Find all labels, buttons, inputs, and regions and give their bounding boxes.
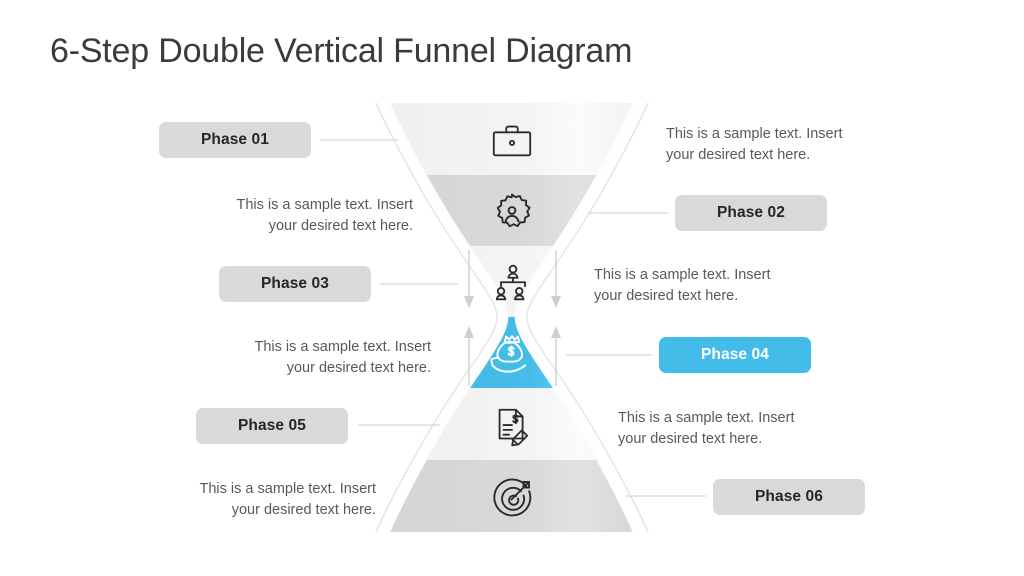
phase-label-step-4[interactable]: Phase 04 (659, 337, 811, 373)
phase-label-text: Phase 04 (700, 346, 769, 363)
team-hierarchy-icon (486, 257, 540, 311)
funnel-outline-right (526, 102, 649, 533)
phase-label-step-1[interactable]: Phase 01 (159, 122, 311, 158)
flow-arrow-down-right (551, 250, 561, 308)
invoice-pencil-icon (486, 400, 540, 454)
flow-arrow-up-right (551, 326, 561, 386)
phase-label-text: Phase 02 (716, 204, 785, 221)
flow-arrow-down-left (464, 250, 474, 308)
phase-label-text: Phase 06 (754, 488, 823, 505)
phase-label-step-3[interactable]: Phase 03 (219, 266, 371, 302)
user-gear-icon (485, 186, 539, 240)
description-step-3: This is a sample text. Insert your desir… (594, 267, 771, 304)
funnel-inner-edge-left (387, 102, 509, 533)
description-step-4: This is a sample text. Insert your desir… (254, 339, 431, 376)
page-title: 6-Step Double Vertical Funnel Diagram (50, 32, 633, 70)
funnel-outline-left (375, 102, 498, 533)
description-step-5: This is a sample text. Insert your desir… (618, 410, 795, 447)
flow-arrow-up-left (464, 326, 474, 386)
funnel-inner-edge-right (514, 102, 636, 533)
description-step-6: This is a sample text. Insert your desir… (199, 481, 376, 518)
phase-label-step-5[interactable]: Phase 05 (196, 408, 348, 444)
description-step-1: This is a sample text. Insert your desir… (666, 126, 843, 163)
money-bag-hand-icon (484, 328, 538, 382)
description-step-2: This is a sample text. Insert your desir… (236, 197, 413, 234)
phase-label-text: Phase 03 (260, 275, 329, 292)
phase-label-step-2[interactable]: Phase 02 (675, 195, 827, 231)
phase-label-step-6[interactable]: Phase 06 (713, 479, 865, 515)
briefcase-icon (485, 113, 539, 167)
phase-label-text: Phase 01 (200, 131, 269, 148)
phase-label-text: Phase 05 (237, 417, 306, 434)
target-dart-icon (486, 471, 540, 525)
